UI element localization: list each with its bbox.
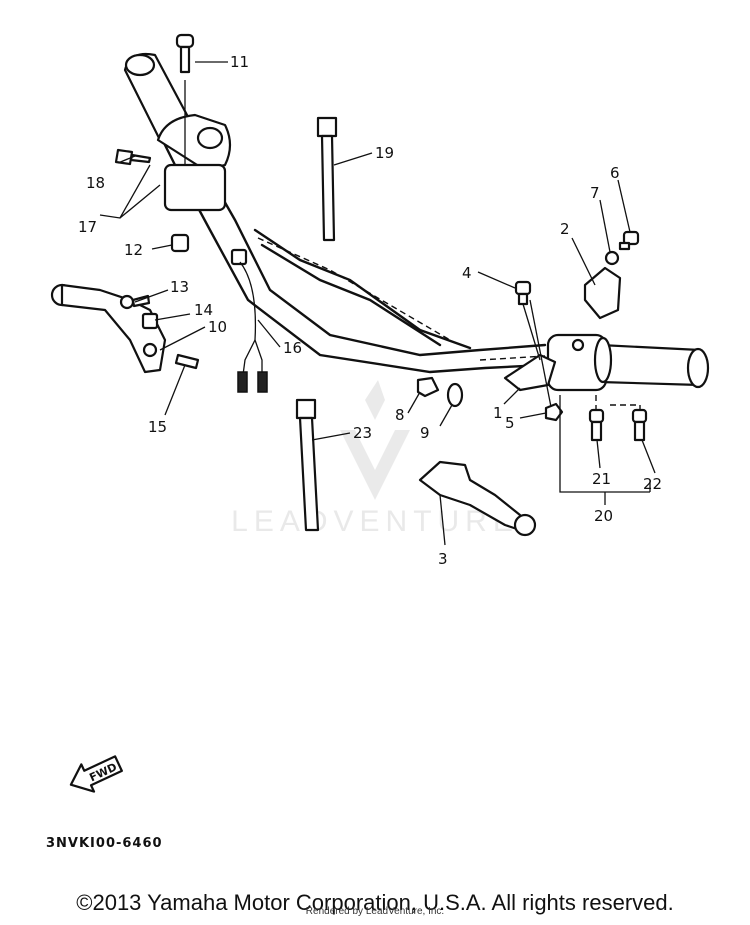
callout-15: 15 <box>148 418 167 436</box>
leader-lines <box>99 61 656 546</box>
callout-18: 18 <box>86 174 105 192</box>
callout-22: 22 <box>643 475 662 493</box>
nut-part-14 <box>141 312 159 330</box>
callout-1: 1 <box>493 404 503 422</box>
lever-holder-part-1 <box>503 353 557 392</box>
callout-19: 19 <box>375 144 394 162</box>
callout-14: 14 <box>194 301 213 319</box>
callout-16: 16 <box>283 339 302 357</box>
bolt-part-6 <box>618 230 640 251</box>
bolt-part-4 <box>514 280 553 413</box>
washer-part-9 <box>446 382 464 408</box>
watermark-text: LEADVENTURE <box>231 505 519 538</box>
handlebar <box>123 52 710 389</box>
nut-part-12 <box>170 233 190 253</box>
callout-5: 5 <box>505 414 515 432</box>
callout-17: 17 <box>78 218 97 236</box>
callout-20: 20 <box>594 507 613 525</box>
brake-lever-part-3 <box>418 460 537 537</box>
copyright-notice: ©2013 Yamaha Motor Corporation, U.S.A. A… <box>76 890 674 915</box>
washer-part-7 <box>604 250 620 266</box>
left-switch-assembly <box>156 80 232 212</box>
callout-6: 6 <box>610 164 620 182</box>
callout-13: 13 <box>170 278 189 296</box>
diagram-code: 3NVKI00-6460 <box>46 836 163 851</box>
nut-part-5 <box>544 402 564 422</box>
wire-part-16 <box>230 248 268 393</box>
callout-11: 11 <box>230 53 249 71</box>
plug-part-8 <box>416 376 440 398</box>
callout-23: 23 <box>353 424 372 442</box>
cable-band-part-23 <box>295 398 320 532</box>
callout-7: 7 <box>590 184 600 202</box>
cable-band-part-19 <box>316 116 338 242</box>
callout-12: 12 <box>124 241 143 259</box>
callout-2: 2 <box>560 220 570 238</box>
callout-9: 9 <box>420 424 430 442</box>
bolt-part-11 <box>175 33 195 74</box>
callout-4: 4 <box>462 264 472 282</box>
spring-part-15 <box>174 353 200 370</box>
watermark-logo-icon <box>340 380 410 500</box>
fwd-arrow-icon: FWD <box>69 755 123 793</box>
callout-8: 8 <box>395 406 405 424</box>
callout-21: 21 <box>592 470 611 488</box>
screw-part-22 <box>631 408 648 442</box>
rendered-by-credit: Rendered by LeadVenture, Inc. <box>305 906 445 917</box>
clutch-lever-part-10 <box>50 283 167 374</box>
screw-part-18 <box>114 148 152 166</box>
callout-10: 10 <box>208 318 227 336</box>
screw-part-21 <box>588 408 605 442</box>
throttle-housing-part-20 <box>546 333 613 392</box>
bracket-part-2 <box>583 266 622 320</box>
callout-3: 3 <box>438 550 448 568</box>
